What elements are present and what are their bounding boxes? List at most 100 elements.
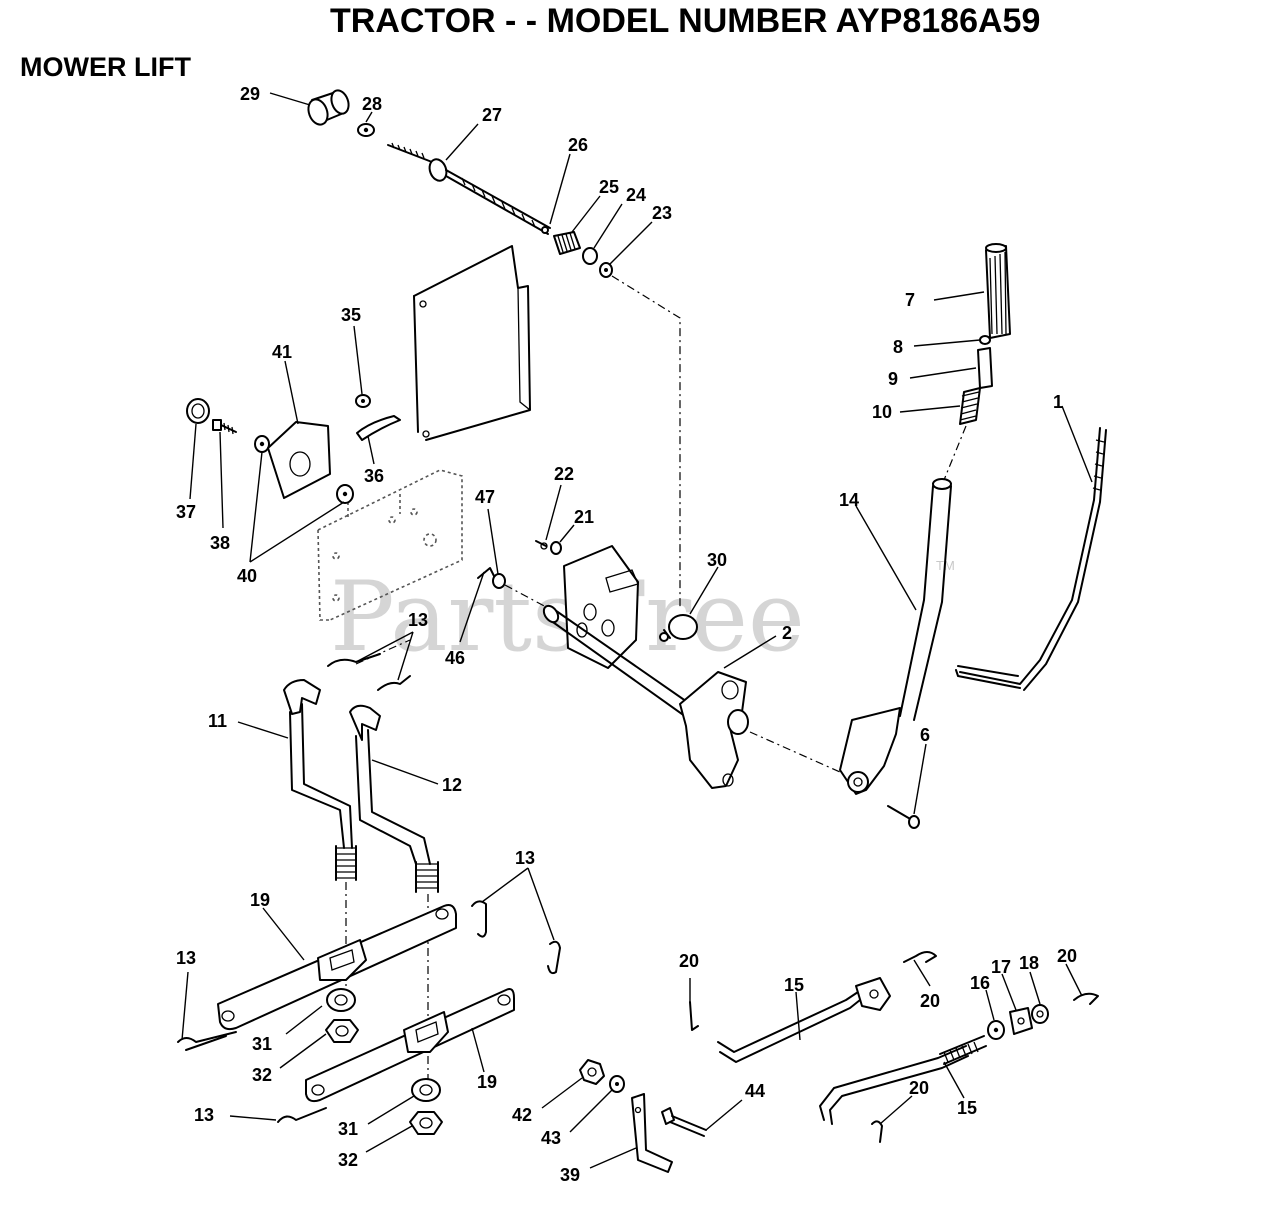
rod-15-upper — [717, 977, 891, 1063]
clip-37 — [186, 398, 210, 424]
washer-47 — [492, 573, 506, 589]
centerline-23 — [611, 275, 681, 610]
pin-26 — [541, 226, 549, 234]
washer-23 — [599, 262, 613, 278]
centerline-shaft — [504, 584, 549, 609]
callout-20a: 20 — [679, 951, 699, 971]
washer-16 — [987, 1020, 1005, 1040]
block-17 — [1009, 1007, 1033, 1035]
spacer-41 — [267, 421, 331, 499]
callout-42: 42 — [512, 1105, 532, 1125]
washer-28 — [357, 123, 375, 137]
nut-32a — [325, 1019, 359, 1043]
arm-19-lower — [305, 988, 515, 1103]
rod-1 — [955, 427, 1107, 691]
nut-18 — [1031, 1004, 1049, 1024]
callout-29: 29 — [240, 84, 260, 104]
rod-15-lower — [819, 1035, 987, 1125]
pin-46 — [477, 567, 495, 579]
callout-38: 38 — [210, 533, 230, 553]
callout-labels: 29 28 27 26 25 24 23 35 41 37 38 40 36 2… — [176, 84, 1077, 1185]
washer-21 — [550, 541, 562, 555]
bushing-31a — [326, 988, 356, 1012]
callout-13b: 13 — [515, 848, 535, 868]
pin-20b — [903, 951, 937, 963]
bolt-44 — [661, 1107, 707, 1137]
clip-13c — [547, 940, 561, 975]
callout-20d: 20 — [909, 1078, 929, 1098]
callout-39: 39 — [560, 1165, 580, 1185]
knob-29 — [307, 89, 350, 126]
callout-47: 47 — [475, 487, 495, 507]
callout-31b: 31 — [338, 1119, 358, 1139]
callout-32b: 32 — [338, 1150, 358, 1170]
callout-44: 44 — [745, 1081, 765, 1101]
callout-43: 43 — [541, 1128, 561, 1148]
nut-42 — [579, 1059, 605, 1085]
callout-27: 27 — [482, 105, 502, 125]
link-11 — [283, 679, 357, 881]
washer-40b — [336, 484, 354, 504]
arm-19-upper — [217, 904, 457, 1031]
bolt-6 — [887, 805, 920, 829]
callout-10: 10 — [872, 402, 892, 422]
clip-13d — [177, 1031, 237, 1051]
callout-40: 40 — [237, 566, 257, 586]
callout-30: 30 — [707, 550, 727, 570]
link-12 — [349, 704, 439, 893]
pin-22 — [535, 540, 548, 550]
pin-9 — [977, 347, 993, 389]
bushing-30 — [659, 614, 698, 642]
callout-14: 14 — [839, 490, 859, 510]
callout-15-lower: 15 — [957, 1098, 977, 1118]
pin-20d — [871, 1120, 883, 1143]
diagram-title: TRACTOR - - MODEL NUMBER AYP8186A59 — [330, 2, 1041, 40]
callout-31a: 31 — [252, 1034, 272, 1054]
callout-25: 25 — [599, 177, 619, 197]
washer-35 — [355, 394, 371, 408]
ring-8 — [979, 335, 991, 345]
spring-25 — [553, 231, 581, 255]
callout-36: 36 — [364, 466, 384, 486]
callout-24: 24 — [626, 185, 646, 205]
washer-40a — [254, 435, 270, 453]
callout-32a: 32 — [252, 1065, 272, 1085]
washer-43 — [609, 1075, 625, 1093]
pin-20c — [1073, 992, 1099, 1005]
callout-15-upper: 15 — [784, 975, 804, 995]
callout-22: 22 — [554, 464, 574, 484]
callout-19-upper: 19 — [250, 890, 270, 910]
callout-41: 41 — [272, 342, 292, 362]
clip-13-upper — [327, 639, 411, 691]
callout-16: 16 — [970, 973, 990, 993]
callout-13d: 13 — [194, 1105, 214, 1125]
section-title: MOWER LIFT — [20, 52, 191, 82]
clip-36 — [356, 415, 401, 441]
callout-18: 18 — [1019, 953, 1039, 973]
clip-13b — [471, 900, 487, 938]
leader-lines — [181, 92, 1093, 1169]
callout-6: 6 — [920, 725, 930, 745]
frame-plate — [413, 245, 531, 441]
callout-13c: 13 — [176, 948, 196, 968]
callout-35: 35 — [341, 305, 361, 325]
bushing-31b — [411, 1078, 441, 1102]
clip-13e — [277, 1107, 327, 1123]
handle-14 — [839, 478, 952, 795]
callout-8: 8 — [893, 337, 903, 357]
callout-46: 46 — [445, 648, 465, 668]
lower-frame-bracket — [317, 469, 463, 621]
callout-23: 23 — [652, 203, 672, 223]
callout-21: 21 — [574, 507, 594, 527]
bolt-38 — [212, 419, 237, 435]
threaded-rod-27 — [387, 142, 551, 235]
callout-19-lower: 19 — [477, 1072, 497, 1092]
callout-1: 1 — [1053, 392, 1063, 412]
lift-shaft-2 — [542, 545, 749, 789]
callout-26: 26 — [568, 135, 588, 155]
callout-2: 2 — [782, 623, 792, 643]
callout-9: 9 — [888, 369, 898, 389]
centerline-grip — [943, 425, 967, 481]
washer-24 — [582, 247, 598, 265]
